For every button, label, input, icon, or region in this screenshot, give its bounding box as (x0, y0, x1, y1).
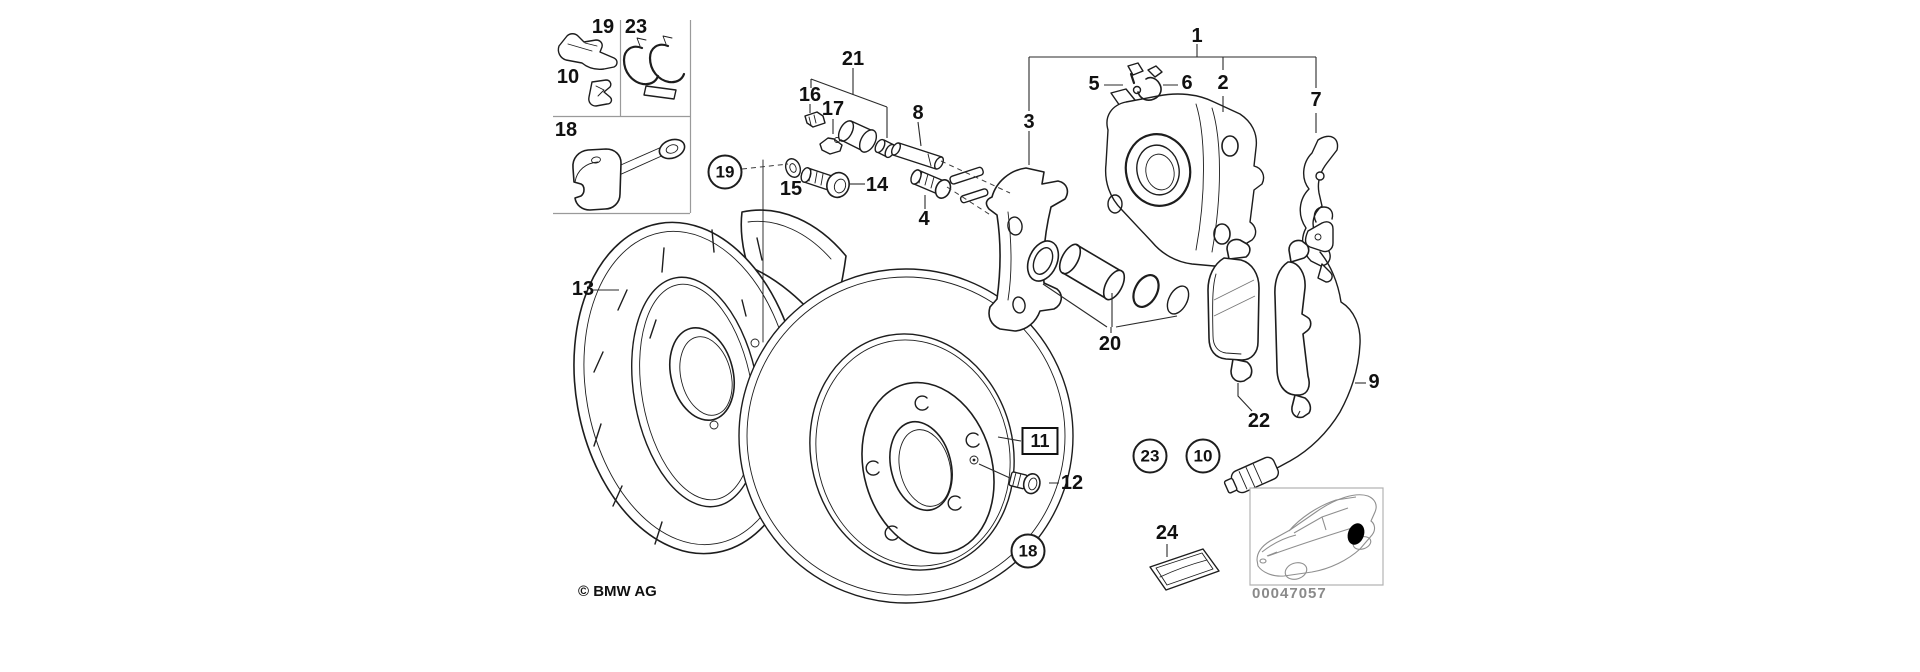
grease-packet-drawing (1150, 549, 1219, 590)
guide-pin-drawing (890, 142, 945, 171)
set-screw-drawing (1008, 469, 1042, 496)
guide-bushing-kit-drawing (805, 112, 897, 159)
mounting-bolt-4-drawing (909, 168, 953, 200)
callout-19-inset[interactable]: 19 (591, 16, 615, 38)
callout-12[interactable]: 12 (1060, 472, 1084, 494)
callout-19-circled[interactable]: 19 (707, 154, 743, 190)
callout-1[interactable]: 1 (1191, 25, 1203, 47)
callout-21[interactable]: 21 (841, 48, 865, 70)
callout-13[interactable]: 13 (571, 278, 595, 300)
callout-16[interactable]: 16 (798, 84, 822, 106)
dashed-guide-lines (742, 161, 1010, 216)
pad-retaining-bracket-drawing (558, 34, 617, 70)
callout-15[interactable]: 15 (779, 178, 803, 200)
callout-9[interactable]: 9 (1368, 371, 1380, 393)
callout-11-boxed[interactable]: 11 (1021, 427, 1059, 455)
callout-7[interactable]: 7 (1310, 89, 1322, 111)
mounting-bolt-14-drawing (799, 166, 852, 200)
callout-10-inset[interactable]: 10 (556, 66, 580, 88)
callout-6[interactable]: 6 (1181, 72, 1193, 94)
callout-4[interactable]: 4 (918, 208, 930, 230)
bolt-clip-drawing (1128, 63, 1162, 100)
brake-pads-drawing (1208, 239, 1311, 417)
callout-17[interactable]: 17 (821, 98, 845, 120)
copyright-text: © BMW AG (578, 583, 657, 600)
retaining-clip-drawing (624, 36, 684, 99)
car-location-thumbnail (1250, 488, 1383, 585)
callout-8[interactable]: 8 (912, 102, 924, 124)
callout-3[interactable]: 3 (1023, 111, 1035, 133)
callout-18-circled[interactable]: 18 (1010, 533, 1046, 569)
rear-axle-location-dot (1347, 523, 1365, 545)
callout-23-inset[interactable]: 23 (624, 16, 648, 38)
callout-10-circled[interactable]: 10 (1185, 438, 1221, 474)
retaining-spring-drawing (1300, 136, 1337, 282)
callout-2[interactable]: 2 (1217, 72, 1229, 94)
wear-sensor-drawing (1222, 207, 1360, 498)
diagram-number: 00047057 (1252, 585, 1327, 602)
callout-20[interactable]: 20 (1098, 333, 1122, 355)
caliper-carrier-drawing (949, 167, 1067, 331)
brake-disc-drawing (739, 269, 1073, 603)
o-ring-drawing (783, 157, 803, 180)
clamp-clip-drawing (589, 80, 612, 106)
callout-14[interactable]: 14 (865, 174, 889, 196)
inset-dividers (553, 20, 691, 214)
leader-lines (593, 44, 1366, 557)
caliper-housing-drawing (1106, 89, 1264, 266)
cable-holder-drawing (573, 136, 687, 210)
callout-5[interactable]: 5 (1088, 73, 1100, 95)
piston-repair-kit-drawing (1022, 236, 1193, 333)
callout-22[interactable]: 22 (1247, 410, 1271, 432)
callout-23-circled[interactable]: 23 (1132, 438, 1168, 474)
callout-18-inset[interactable]: 18 (554, 119, 578, 141)
callout-24[interactable]: 24 (1155, 522, 1179, 544)
